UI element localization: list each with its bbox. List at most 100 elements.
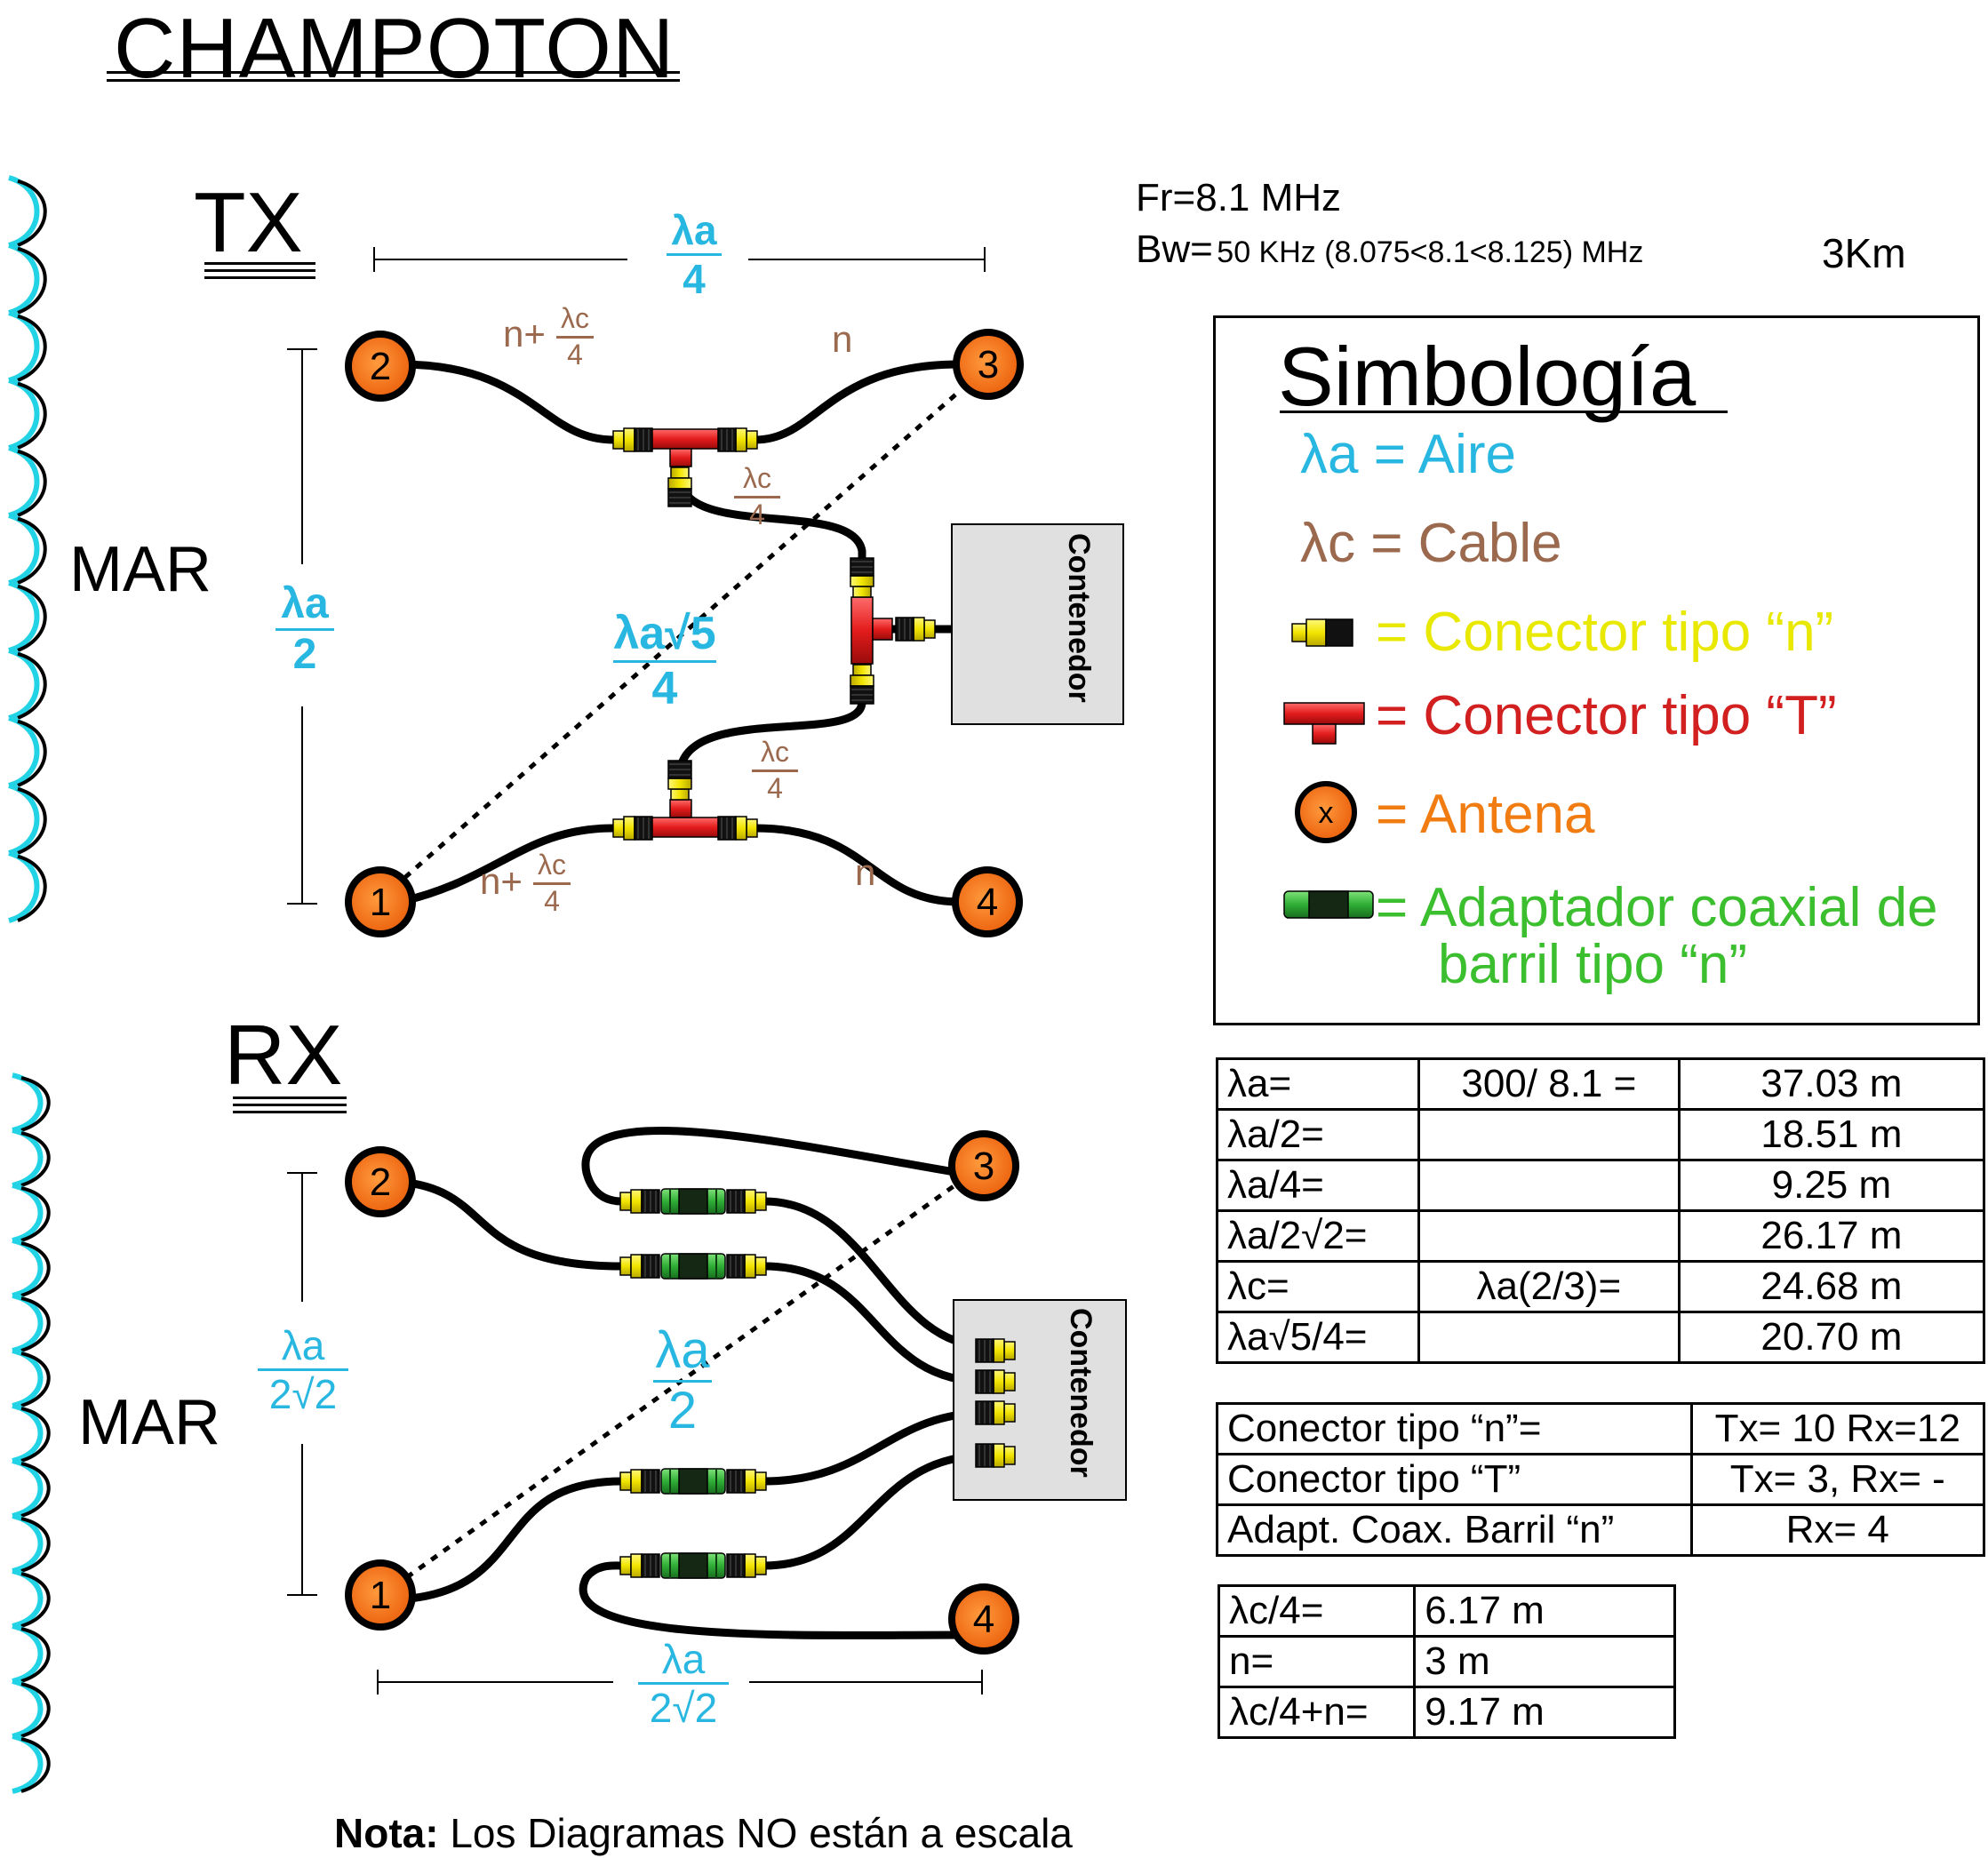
title-underline <box>107 71 680 74</box>
barrel-adapter <box>660 1188 726 1215</box>
table-cell: Conector tipo “n”= <box>1216 1402 1693 1455</box>
tx-dim-top-fraction-bar <box>667 253 722 257</box>
antenna-4: 4 <box>952 866 1023 937</box>
wave-outline <box>20 1462 51 1518</box>
wave-outline <box>17 584 47 652</box>
table-cell: n= <box>1217 1635 1417 1688</box>
bw-value: 50 KHz (8.075<8.1<8.125) MHz <box>1217 235 1644 269</box>
tx-cable-bottom-right-fraction-num: λc <box>761 736 789 768</box>
antenna-1: 1 <box>345 1559 416 1631</box>
table-cell: λa/2√2= <box>1216 1209 1420 1263</box>
rx-connector-row <box>619 1188 767 1215</box>
tx-cable-top-left-fraction-bar <box>556 335 594 339</box>
wave-outline <box>17 179 47 247</box>
tx-cable-top-left-fraction-den: 4 <box>567 338 583 371</box>
n-connector <box>619 1254 660 1279</box>
tx-dim-diag-fraction-bar <box>613 659 716 663</box>
wave-outline <box>17 651 47 720</box>
table-cell: λc/4= <box>1217 1584 1417 1638</box>
antenna-1: 1 <box>345 866 416 937</box>
tx-cable-top-left-fraction-num: λc <box>561 302 589 334</box>
n-connector <box>726 1189 767 1214</box>
table-cell: 6.17 m <box>1413 1584 1676 1638</box>
wave-outline <box>20 1682 51 1738</box>
table-row: λa/2=18.51 m <box>1216 1108 1986 1161</box>
table-cell <box>1417 1108 1681 1161</box>
table-row: λc/4=6.17 m <box>1217 1584 1676 1638</box>
table-cell: 20.70 m <box>1677 1311 1986 1364</box>
rx-dim-diag-fraction-num: λa <box>655 1321 710 1379</box>
tx-cable-nplus-bottom: n+ <box>480 860 523 902</box>
legend-box: Simbología λa = Aire λc = Cable = Conect… <box>1213 315 1980 1025</box>
legend-cable: λc = Cable <box>1300 512 1562 575</box>
antenna-number: 3 <box>978 343 999 387</box>
rx-cables <box>395 1127 991 1639</box>
legend-n-connector-symbol <box>1291 618 1353 647</box>
wave-outline <box>20 1737 51 1793</box>
tx-heading-underline <box>204 276 315 279</box>
wave-outline <box>17 314 47 382</box>
rx-connector-row <box>619 1468 767 1495</box>
table-cell <box>1417 1209 1681 1263</box>
rx-dim-left <box>287 1172 317 1596</box>
table-row: λc/4+n=9.17 m <box>1217 1686 1676 1739</box>
wave-outline <box>20 1186 51 1242</box>
n-connector <box>619 1469 660 1494</box>
table-row: λa/4=9.25 m <box>1216 1159 1986 1212</box>
table-cell: 18.51 m <box>1677 1108 1986 1161</box>
tx-dim-left-fraction-num: λa <box>281 580 329 627</box>
tx-dim-left-fraction-bar <box>275 628 334 632</box>
antenna-circle <box>345 331 416 402</box>
rx-heading-underline <box>233 1104 347 1106</box>
tx-dim-left-fraction-den: 2 <box>292 631 317 679</box>
tx-cable-bottom-left-fraction-bar <box>533 881 571 885</box>
tx-cable-bottom-left-fraction-den: 4 <box>544 884 560 917</box>
tx-sea-label: MAR <box>69 534 212 605</box>
table-cell <box>1417 1159 1681 1212</box>
wave-outline <box>20 1517 51 1573</box>
rx-dim-bottom <box>377 1670 983 1695</box>
antenna-3: 3 <box>953 329 1024 400</box>
tx-cable-top-right-fraction-den: 4 <box>749 498 765 530</box>
tx-cable-top-right-fraction-num: λc <box>743 462 771 494</box>
rx-container <box>953 1299 1127 1501</box>
tx-cable-top-right-fraction: λc 4 <box>734 462 780 530</box>
rx-heading-underline <box>233 1111 347 1113</box>
bw-label: Bw= <box>1136 227 1213 271</box>
wave-outline <box>20 1352 51 1407</box>
antenna-4: 4 <box>948 1583 1019 1655</box>
legend-antenna-symbol: x <box>1295 781 1357 843</box>
antenna-2: 2 <box>345 331 416 402</box>
fr-value: 8.1 MHz <box>1195 176 1342 219</box>
wave-outline <box>20 1296 51 1352</box>
table-cell: 9.17 m <box>1413 1686 1676 1739</box>
legend-barrel-symbol <box>1283 890 1374 919</box>
antenna-number: 2 <box>370 345 391 388</box>
table-cell: λc/4+n= <box>1217 1686 1417 1739</box>
table-cell: 24.68 m <box>1677 1260 1986 1313</box>
tx-t-connector-top <box>648 428 721 467</box>
antenna-circle <box>345 866 416 937</box>
tx-cable-n-top: n <box>832 318 853 360</box>
rx-dim-left-fraction-den: 2√2 <box>268 1371 338 1418</box>
n-connector <box>619 1189 660 1214</box>
rx-connector-row <box>619 1552 767 1579</box>
antenna-number: 4 <box>977 881 998 924</box>
tx-cable-top-left-fraction: λc 4 <box>556 302 594 371</box>
tx-t-connector-mid <box>850 596 893 665</box>
legend-t-connector-symbol <box>1283 702 1365 745</box>
rx-dim-diag-fraction-den: 2 <box>667 1381 698 1439</box>
rx-dim-bottom-fraction-den: 2√2 <box>649 1685 718 1732</box>
tx-cable-top-right-fraction-bar <box>734 495 780 498</box>
note-text: Los Diagramas NO están a escala <box>438 1810 1073 1856</box>
tx-antennas: 1 2 3 4 <box>345 329 1024 937</box>
